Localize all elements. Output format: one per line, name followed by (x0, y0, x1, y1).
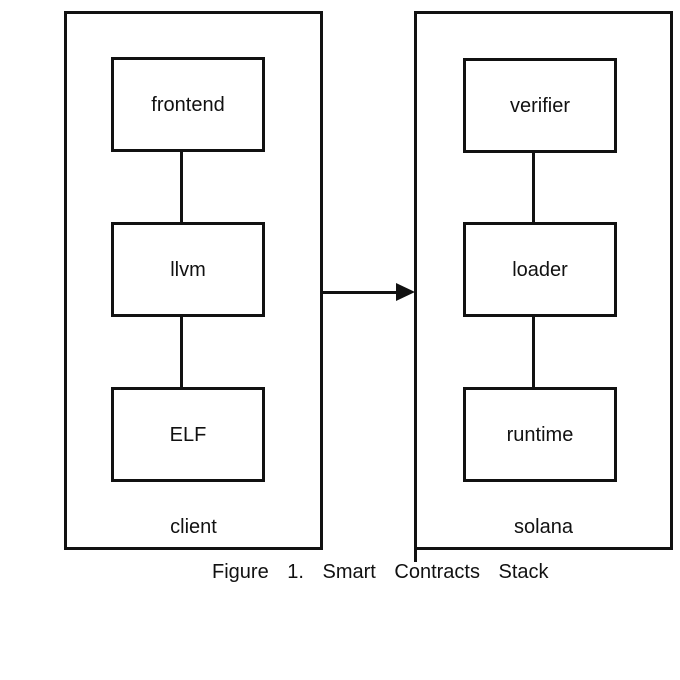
node-frontend-label: frontend (151, 93, 225, 116)
arrowhead-right-icon (396, 283, 415, 301)
node-frontend: frontend (111, 57, 265, 152)
node-loader: loader (463, 222, 617, 317)
node-llvm: llvm (111, 222, 265, 317)
node-runtime-label: runtime (506, 423, 574, 446)
node-runtime: runtime (463, 387, 617, 482)
node-elf-label: ELF (169, 423, 207, 446)
figure-caption: Figure 1. Smart Contracts Stack (212, 561, 549, 583)
border-overshoot-line (414, 548, 417, 562)
node-elf: ELF (111, 387, 265, 482)
node-verifier-label: verifier (509, 94, 570, 117)
client-to-solana-arrow-line (323, 291, 398, 294)
node-llvm-label: llvm (170, 258, 206, 281)
node-loader-label: loader (512, 258, 568, 281)
connector-llvm-elf (180, 315, 183, 389)
connector-frontend-llvm (180, 150, 183, 224)
container-label-solana: solana (514, 516, 573, 538)
connector-verifier-loader (532, 151, 535, 224)
node-verifier: verifier (463, 58, 617, 153)
container-label-client: client (170, 516, 217, 538)
connector-loader-runtime (532, 315, 535, 389)
